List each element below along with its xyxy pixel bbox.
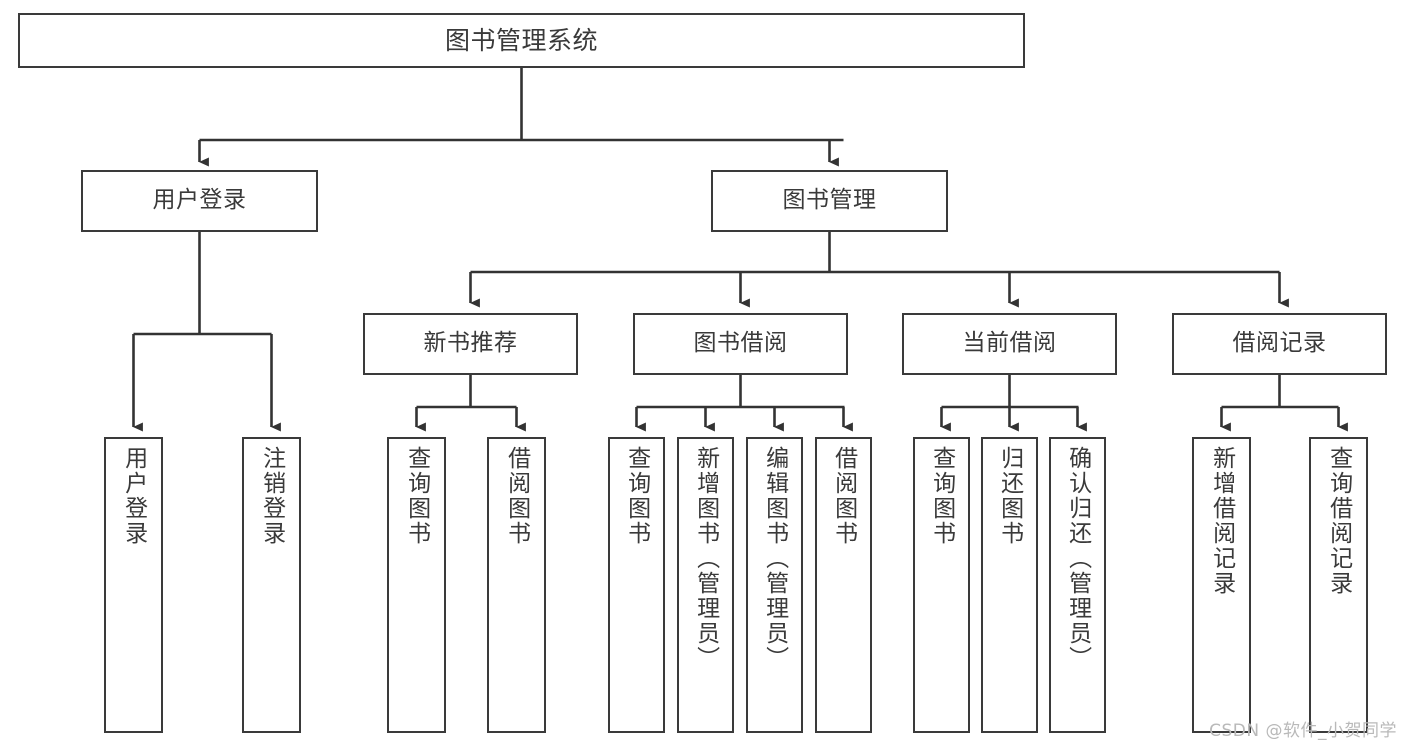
node-label: 新增图书（管理员） [692,446,719,671]
connector-currentborrow-to-leaves [940,375,1087,432]
node-book-manage[interactable]: 图书管理 [711,170,948,232]
node-label: 当前借阅 [962,330,1057,357]
node-leaf-borrow-book-2[interactable]: 借阅图书 [815,437,872,733]
node-label: 编辑图书（管理员） [761,446,788,671]
node-label: 借阅图书 [830,446,857,546]
node-label: 查询图书 [403,446,430,546]
connector-borrowrecord-to-leaves [1220,375,1348,432]
node-label: 归还图书 [996,446,1023,546]
node-leaf-add-book[interactable]: 新增图书（管理员） [677,437,734,733]
connector-root-to-level2 [198,68,844,167]
node-label: 查询借阅记录 [1325,446,1352,596]
node-label: 新书推荐 [423,330,518,357]
node-book-borrow[interactable]: 图书借阅 [633,313,848,375]
node-user-login[interactable]: 用户登录 [81,170,318,232]
node-label: 查询图书 [928,446,955,546]
node-borrow-record[interactable]: 借阅记录 [1172,313,1387,375]
node-root-system[interactable]: 图书管理系统 [18,13,1025,68]
connector-newbookrec-to-leaves [415,375,526,432]
node-label: 图书借阅 [693,330,788,357]
node-label: 确认归还（管理员） [1064,446,1091,671]
node-leaf-query-book-1[interactable]: 查询图书 [387,437,446,733]
node-leaf-edit-book[interactable]: 编辑图书（管理员） [746,437,803,733]
node-label: 新增借阅记录 [1208,446,1235,596]
node-label: 图书管理系统 [444,25,598,55]
node-label: 借阅记录 [1232,330,1327,357]
node-label: 查询图书 [623,446,650,546]
node-current-borrow[interactable]: 当前借阅 [902,313,1117,375]
node-leaf-user-login[interactable]: 用户登录 [104,437,163,733]
node-label: 借阅图书 [503,446,530,546]
node-leaf-borrow-book-1[interactable]: 借阅图书 [487,437,546,733]
node-new-book-rec[interactable]: 新书推荐 [363,313,578,375]
connector-bookmanage-to-sections [469,232,1289,308]
watermark-text: CSDN @软件_小贺同学 [1209,721,1397,741]
node-leaf-query-record[interactable]: 查询借阅记录 [1309,437,1368,733]
node-leaf-return-book[interactable]: 归还图书 [981,437,1038,733]
node-label: 注销登录 [258,446,285,546]
connector-userlogin-to-leaves [132,232,281,432]
node-leaf-add-record[interactable]: 新增借阅记录 [1192,437,1251,733]
node-leaf-confirm-return[interactable]: 确认归还（管理员） [1049,437,1106,733]
connector-bookborrow-to-leaves [635,375,853,432]
node-leaf-logout[interactable]: 注销登录 [242,437,301,733]
node-leaf-query-book-3[interactable]: 查询图书 [913,437,970,733]
node-label: 用户登录 [120,446,147,546]
node-leaf-query-book-2[interactable]: 查询图书 [608,437,665,733]
node-label: 用户登录 [152,187,247,214]
node-label: 图书管理 [782,187,877,214]
